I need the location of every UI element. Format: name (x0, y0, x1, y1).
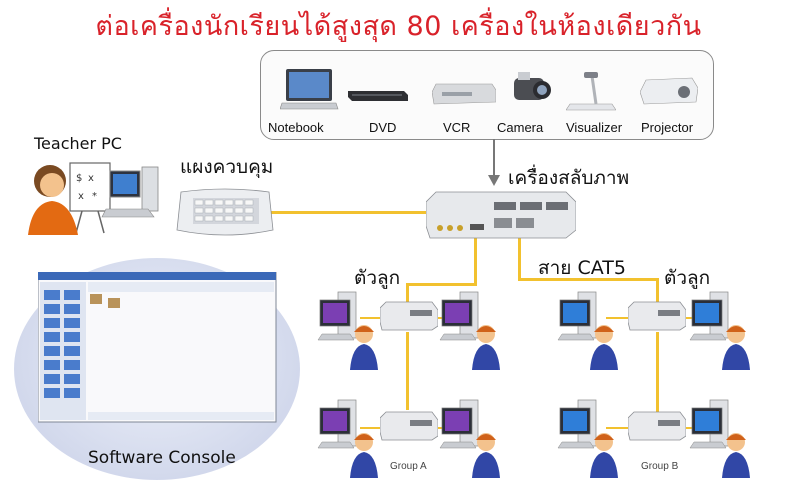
cable-ga-top-left (360, 317, 384, 319)
hub-group-b-top (628, 301, 686, 331)
student-workstation (689, 291, 750, 370)
device-label-projector: Projector (641, 120, 694, 135)
student-workstation (557, 399, 618, 478)
device-label-vcr: VCR (443, 120, 471, 135)
hub-group-b-bottom (628, 411, 686, 441)
dvd-player-icon (348, 91, 408, 101)
page-title: ต่อเครื่องนักเรียนได้สูงสุด 80 เครื่องใน… (95, 11, 702, 42)
svg-text:$: $ (76, 173, 82, 184)
svg-text:x: x (88, 173, 94, 184)
cable-gb-bot-left (606, 427, 632, 429)
student-workstation (689, 399, 750, 478)
cable-right-horizontal (518, 278, 658, 281)
cable-switcher-down-right (518, 236, 521, 280)
child-unit-label-left: ตัวลูก (354, 267, 401, 289)
teacher-pc-label: Teacher PC (34, 134, 122, 153)
teacher-pc-illustration: $ x x * (28, 162, 159, 235)
visualizer-icon (566, 72, 616, 111)
notebook-icon (280, 69, 339, 110)
switcher-label: เครื่องสลับภาพ (508, 167, 630, 189)
projector-icon (640, 77, 698, 105)
vcr-icon (432, 83, 496, 105)
student-workstation (317, 291, 378, 370)
cable-group-a-vertical (406, 332, 409, 410)
cable-left-horizontal (406, 283, 477, 286)
device-label-notebook: Notebook (268, 120, 324, 135)
cable-group-b-vertical (656, 332, 659, 412)
software-console-label: Software Console (88, 448, 236, 468)
cable-label: สาย CAT5 (538, 257, 626, 279)
video-switcher-device (426, 191, 576, 239)
student-workstation (439, 399, 500, 478)
student-workstation (317, 399, 378, 478)
cable-teacher-switcher (270, 211, 430, 214)
student-workstation (557, 291, 618, 370)
child-unit-label-right: ตัวลูก (664, 267, 711, 289)
control-panel-label: แผงควบคุม (180, 156, 274, 178)
cable-switcher-down-left (474, 236, 477, 284)
hub-group-a-bottom (380, 411, 438, 441)
cable-gb-top-left (606, 317, 632, 319)
camera-icon (514, 72, 551, 100)
device-label-dvd: DVD (369, 120, 397, 135)
software-console-window (38, 272, 277, 423)
hub-group-a-top (380, 301, 438, 331)
cable-left-drop (406, 283, 409, 305)
svg-text:x: x (78, 191, 84, 202)
arrow-down-icon (488, 139, 500, 186)
device-label-camera: Camera (497, 120, 544, 135)
student-workstation (439, 291, 500, 370)
cable-ga-bot-left (360, 427, 384, 429)
control-panel-device (176, 188, 274, 236)
group-a-label: Group A (390, 461, 427, 472)
cable-right-drop (656, 278, 659, 304)
device-label-visualizer: Visualizer (566, 120, 623, 135)
group-b-label: Group B (641, 461, 679, 472)
svg-text:*: * (92, 191, 97, 202)
